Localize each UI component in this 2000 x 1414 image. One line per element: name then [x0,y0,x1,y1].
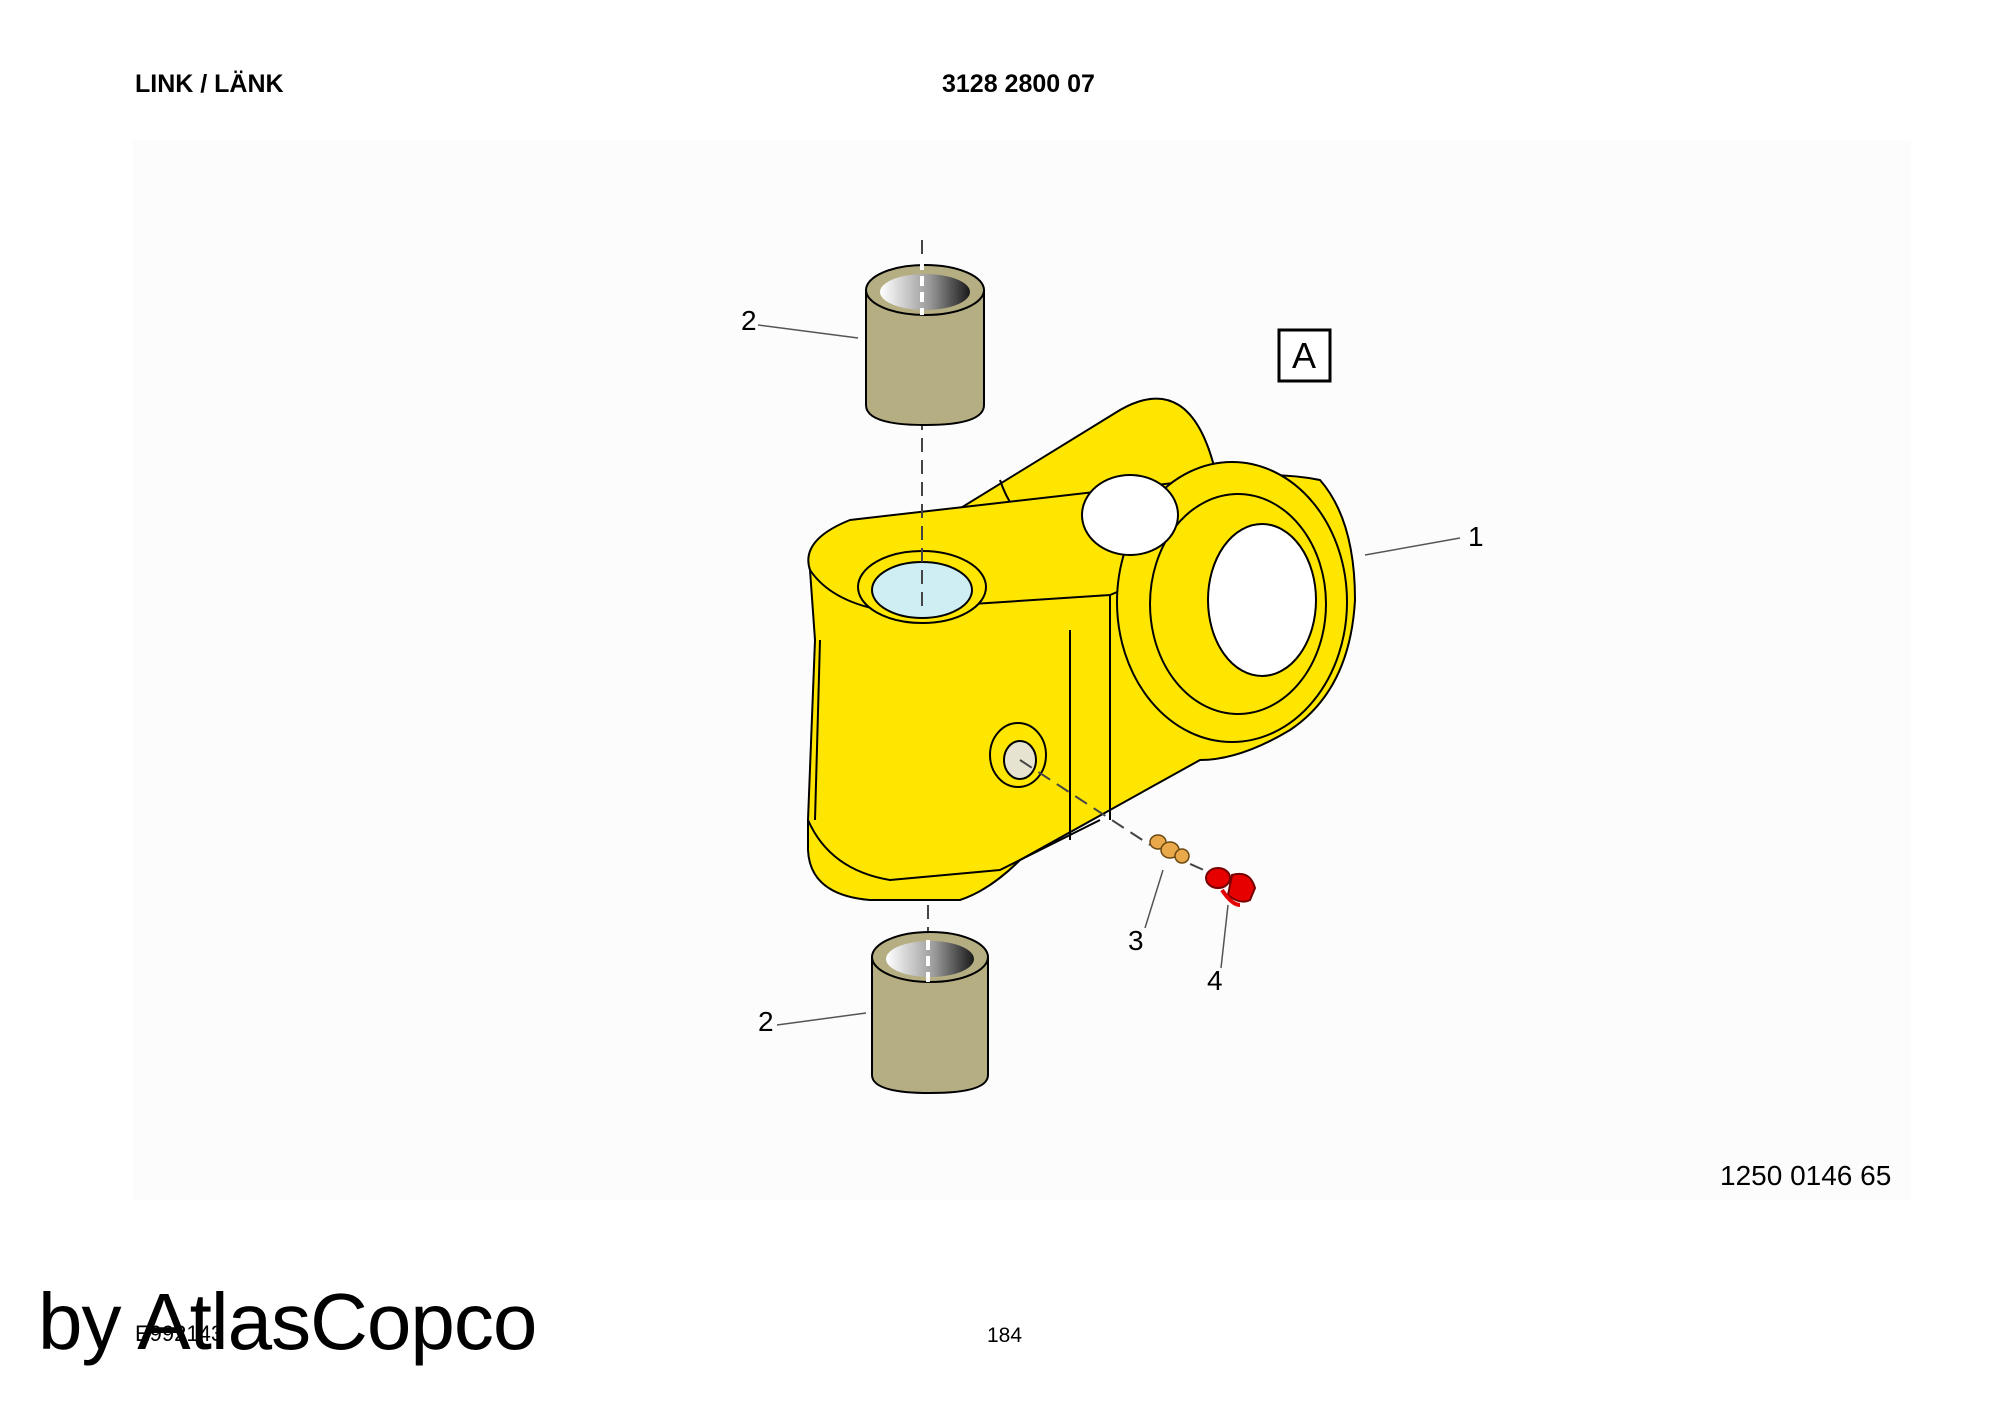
link-body [807,397,1356,901]
part-number: 3128 2800 07 [942,70,1095,98]
page-title: LINK / LÄNK [135,70,284,98]
watermark: by AtlasCopco [38,1277,537,1366]
protective-cap [1205,867,1257,907]
view-label-box [1277,328,1332,383]
callout-2-lower: 2 [758,1006,774,1037]
page-number: 184 [987,1324,1023,1347]
illustration-number: 1250 0146 65 [1720,1160,1892,1191]
callout-1: 1 [1468,521,1484,552]
view-label: A [1292,335,1316,376]
callout-2-upper: 2 [741,305,757,336]
leader-lines [757,324,1461,1026]
lower-bushing [871,931,989,1095]
grease-nipple [1149,834,1190,864]
callout-4: 4 [1207,965,1223,996]
callout-3: 3 [1128,925,1144,956]
footer-code: E992143 [135,1321,224,1346]
upper-bushing [865,260,985,427]
